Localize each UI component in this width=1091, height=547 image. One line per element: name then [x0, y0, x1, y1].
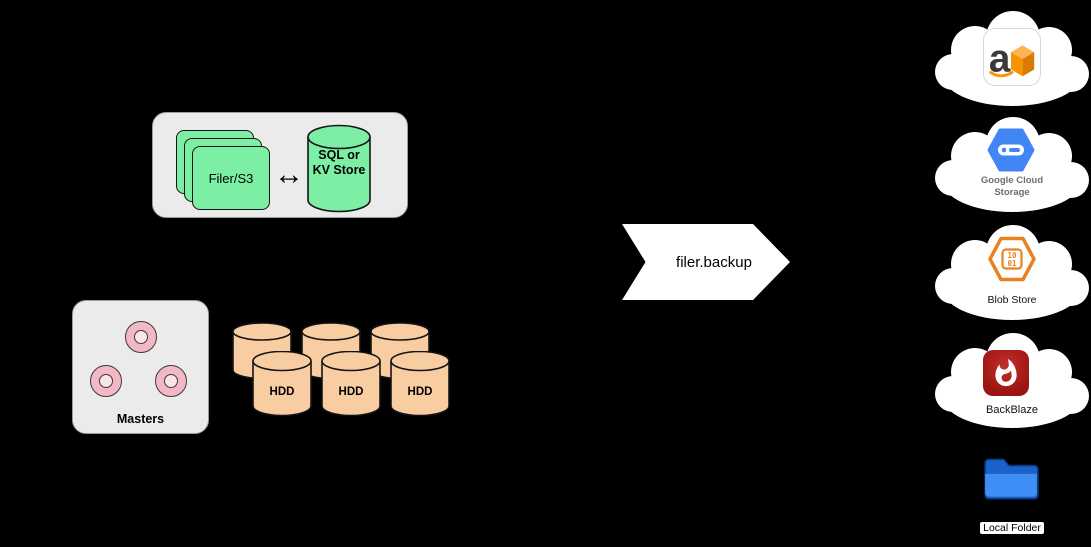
master-node-hole — [164, 374, 178, 388]
aws-smile-icon — [989, 71, 1014, 78]
master-node-icon — [90, 365, 122, 397]
master-node-hole — [134, 330, 148, 344]
hdd-cylinder-front — [252, 351, 312, 417]
filer-label: Filer/S3 — [208, 170, 254, 186]
master-node-icon — [125, 321, 157, 353]
hdd-label: HDD — [407, 386, 433, 398]
local-folder-icon — [984, 458, 1039, 500]
masters-panel — [72, 300, 209, 434]
master-node-hole — [99, 374, 113, 388]
local-folder-label: Local Folder — [980, 522, 1044, 534]
backblaze-icon — [983, 350, 1029, 396]
aws-cube-right — [1022, 52, 1035, 77]
filer-node: Filer/S3 — [192, 146, 270, 210]
blob-store-label: Blob Store — [987, 294, 1037, 306]
aws-letter: a — [989, 37, 1011, 80]
master-node-icon — [155, 365, 187, 397]
flame-icon — [995, 358, 1017, 387]
filer-backup-label: filer.backup — [676, 253, 752, 271]
gcs-label: Google Cloud Storage — [980, 175, 1044, 198]
cloud-shape-blob — [935, 225, 1089, 320]
aws-cube-left — [1011, 52, 1023, 77]
hdd-label: HDD — [269, 386, 295, 398]
hdd-cylinder-front — [321, 351, 381, 417]
masters-label: Masters — [116, 412, 165, 426]
backblaze-label: BackBlaze — [986, 404, 1038, 416]
aws-icon: a — [983, 28, 1041, 86]
kv-store-cylinder — [307, 124, 371, 213]
hdd-cylinder-front — [390, 351, 450, 417]
blob-digits-top: 10 — [1007, 251, 1017, 260]
hdd-label: HDD — [338, 386, 364, 398]
local-folder-label-row: Local Folder — [933, 522, 1091, 534]
kv-store-label: SQL or KV Store — [312, 148, 366, 177]
google-cloud-storage-icon — [987, 128, 1035, 172]
blob-digits-bottom: 01 — [1007, 259, 1017, 268]
blob-store-icon: 10 01 — [988, 236, 1036, 282]
filer-backup-arrow: filer.backup — [622, 224, 790, 300]
sync-arrow-icon: ↔ — [274, 158, 304, 191]
